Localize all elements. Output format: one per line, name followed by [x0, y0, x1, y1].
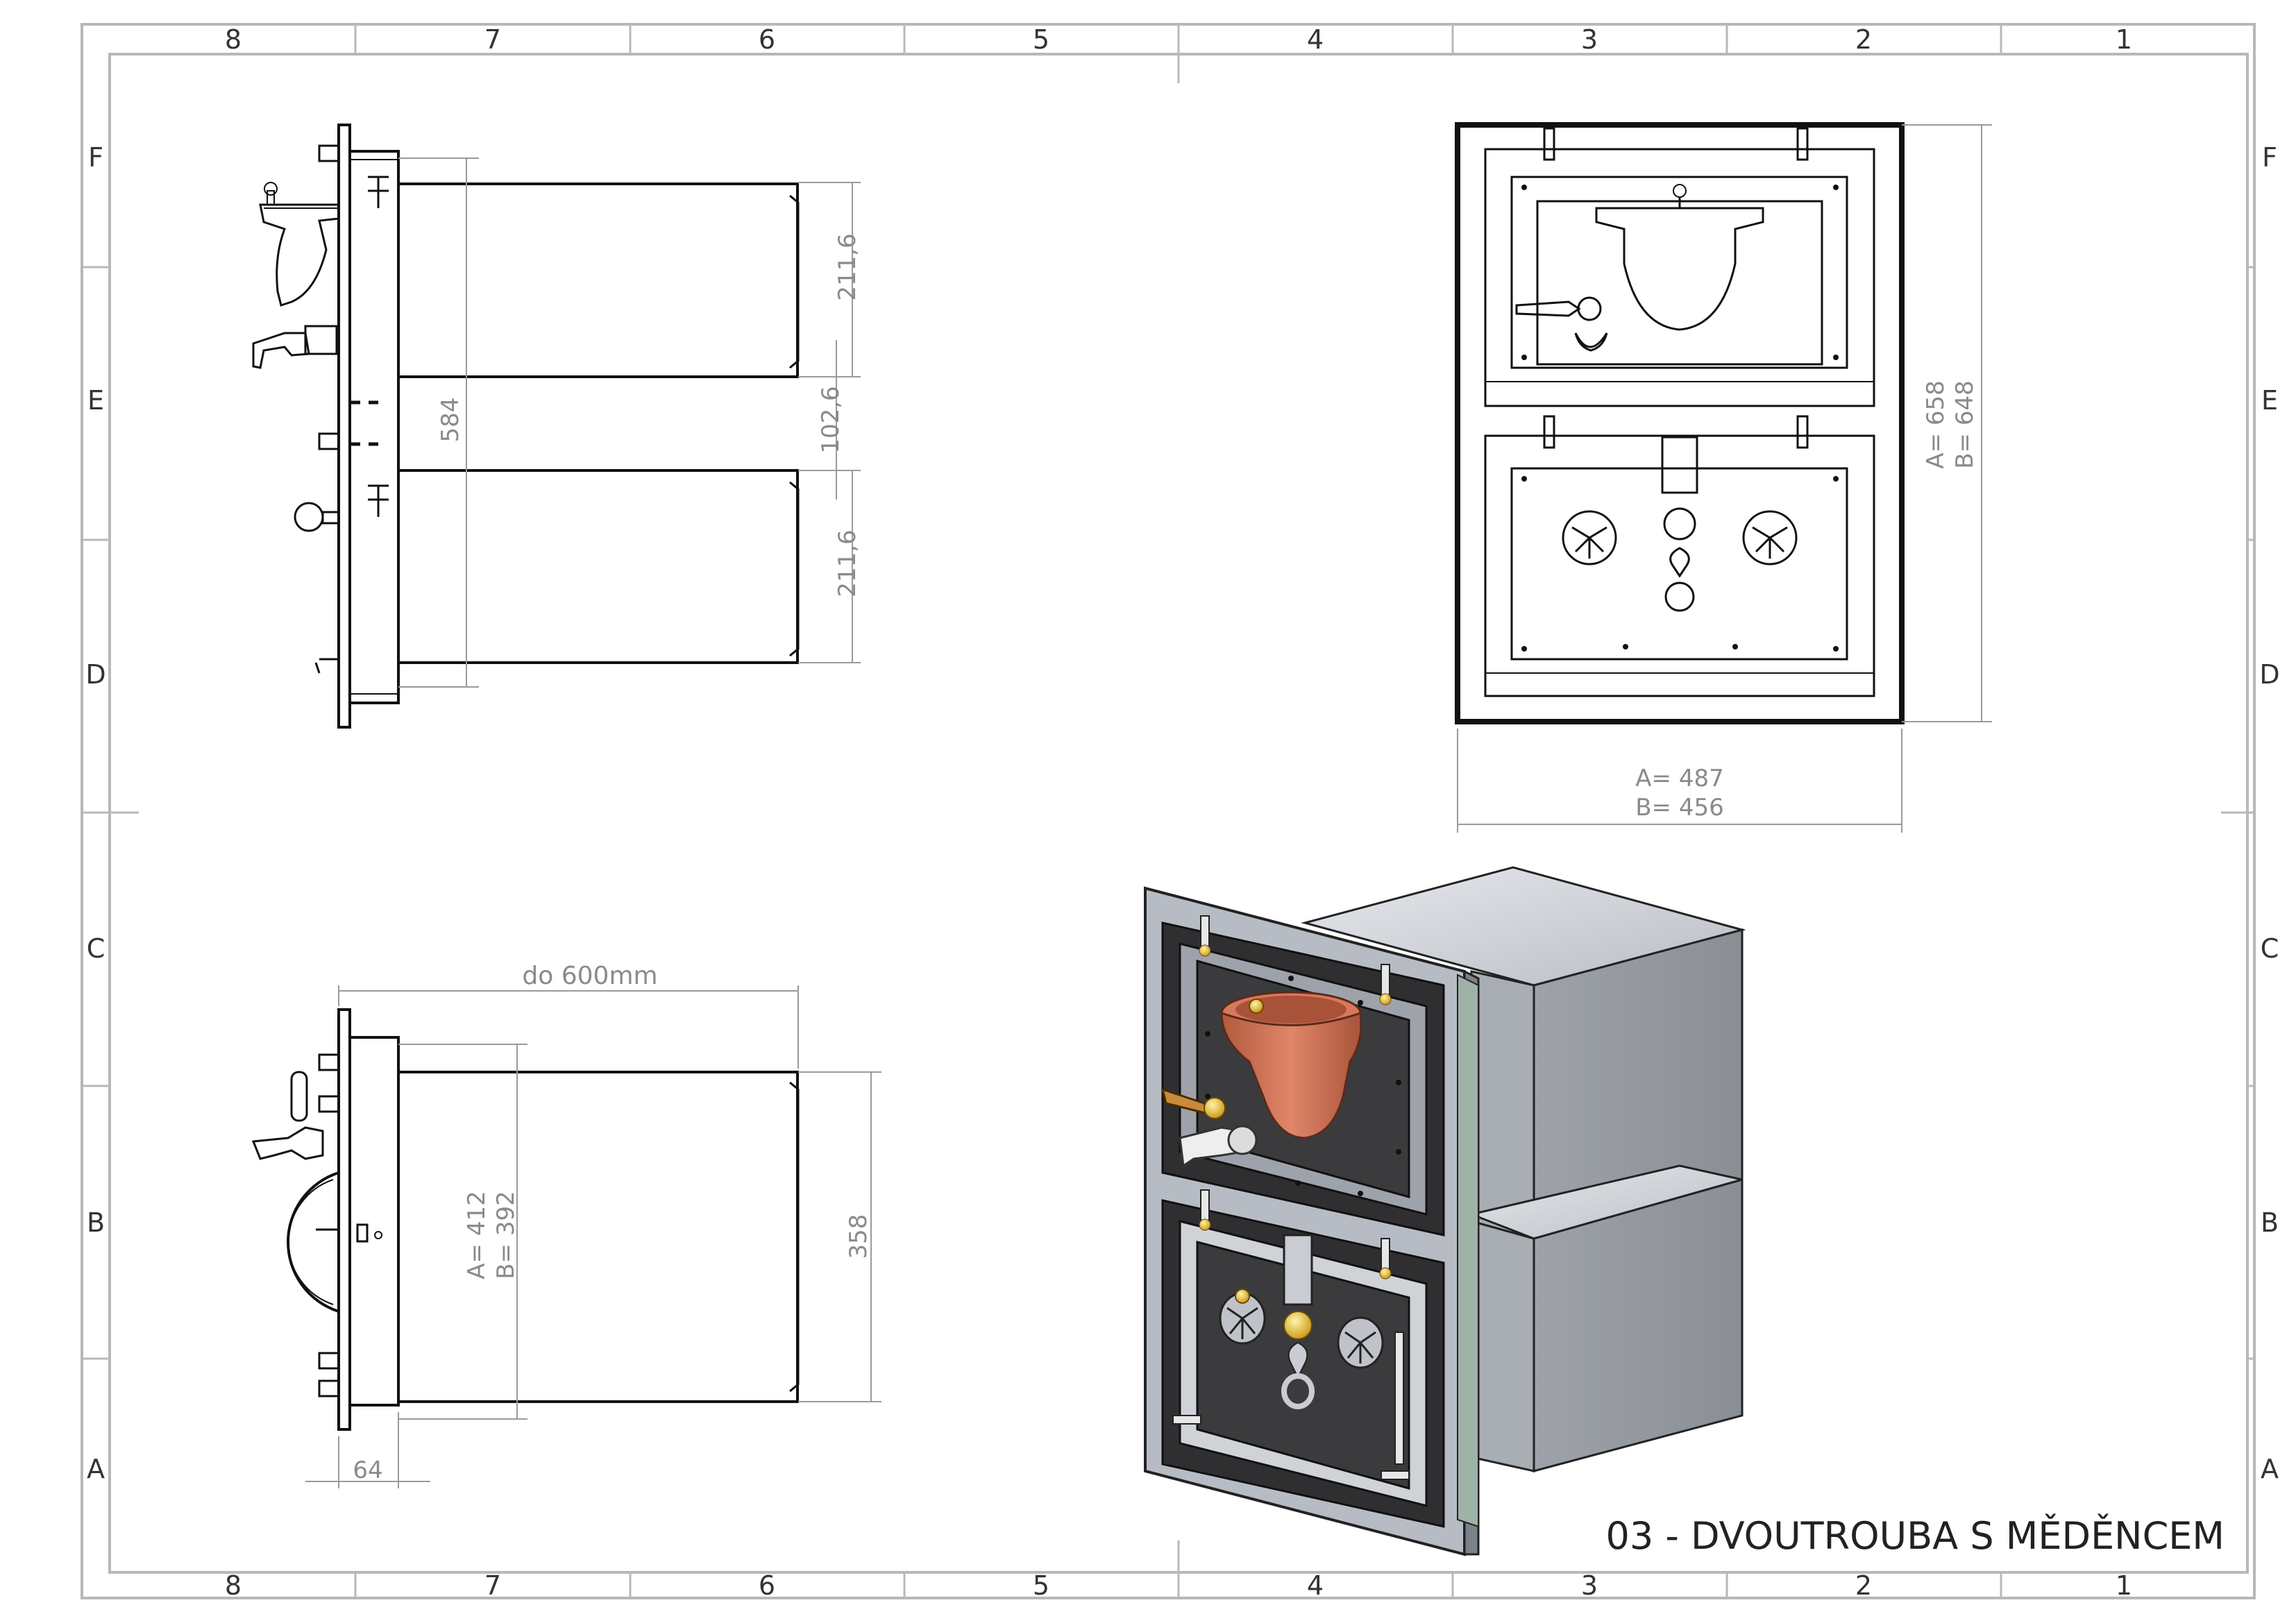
grid-col-label: 1 [2116, 1570, 2132, 1601]
grid-col-label: 6 [759, 1570, 775, 1601]
dim-front-width-a: A= 487 [1635, 765, 1723, 792]
grid-row-label: A [2261, 1454, 2279, 1484]
grid-row-label: E [87, 385, 104, 416]
dim-total-height: 584 [437, 398, 464, 443]
dim-body-width: 358 [845, 1214, 872, 1259]
grid-col-label: 7 [484, 24, 501, 55]
copper-basin [1220, 1011, 1362, 1139]
grid-col-label: 1 [2116, 24, 2132, 55]
dim-lower-oven-height: 211,6 [834, 529, 861, 597]
front-view [1455, 122, 1905, 724]
grid-column-labels-top: 8 7 6 5 4 3 2 1 [225, 24, 2132, 55]
grid-col-label: 4 [1307, 24, 1324, 55]
grid-col-label: 2 [1855, 1570, 1872, 1601]
dim-front-height-b: B= 648 [1951, 380, 1979, 469]
grid-col-label: 3 [1581, 24, 1598, 55]
dim-flange: 64 [353, 1456, 382, 1484]
dim-front-height-a: A= 658 [1922, 380, 1950, 468]
side-view-dimensions: 211,6 102,6 211,6 584 [398, 158, 861, 688]
grid-row-label: B [87, 1207, 105, 1238]
grid-col-label: 4 [1307, 1570, 1324, 1601]
sheet-border [81, 23, 2256, 1599]
dim-front-width-b: B= 456 [1635, 794, 1724, 822]
grid-row-label: A [87, 1454, 105, 1484]
dim-upper-oven-height: 211,6 [834, 233, 861, 300]
grid-row-label: F [2262, 142, 2277, 173]
grid-col-label: 8 [225, 1570, 242, 1601]
grid-row-label: C [2261, 933, 2279, 964]
top-view-dimensions: do 600mm A= 412 B= 392 358 64 [305, 962, 881, 1488]
grid-col-label: 5 [1033, 1570, 1049, 1601]
grid-row-label: D [2259, 659, 2279, 690]
dim-top-width-b: B= 392 [492, 1191, 520, 1280]
grid-col-label: 2 [1855, 24, 1872, 55]
grid-row-label: C [87, 933, 105, 964]
grid-col-label: 3 [1581, 1570, 1598, 1601]
grid-row-label: D [85, 659, 105, 690]
grid-col-label: 7 [484, 1570, 501, 1601]
grid-row-labels-left: F E D C B A [85, 142, 105, 1484]
side-view [252, 124, 800, 729]
grid-col-label: 5 [1033, 24, 1049, 55]
grid-column-labels-bottom: 8 7 6 5 4 3 2 1 [225, 1570, 2132, 1601]
dim-depth: do 600mm [522, 962, 657, 990]
grid-col-label: 6 [759, 24, 775, 55]
isometric-view [1144, 866, 1746, 1556]
dim-gap-height: 102,6 [817, 386, 845, 453]
top-view [251, 1008, 800, 1431]
grid-row-label: B [2261, 1207, 2279, 1238]
tap-spout [1179, 1126, 1244, 1168]
grid-row-labels-right: F E D C B A [2259, 142, 2279, 1484]
grid-col-label: 8 [225, 24, 242, 55]
drawing-title: 03 - DVOUTROUBA S MĚDĚNCEM [1605, 1514, 2225, 1558]
front-view-dimensions: A= 487 B= 456 A= 658 B= 648 [1457, 124, 1992, 833]
dim-top-width-a: A= 412 [463, 1191, 491, 1279]
grid-row-label: E [2261, 385, 2278, 416]
grid-row-label: F [88, 142, 103, 173]
